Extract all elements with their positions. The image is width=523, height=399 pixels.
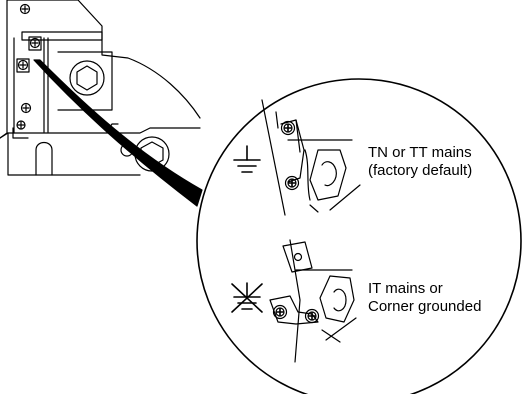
jumper-bar-connected (280, 119, 305, 183)
terminal-side (304, 149, 311, 201)
screw-icon (19, 3, 31, 15)
tn-tt-label-line1: TN or TT mains (368, 144, 472, 161)
plate-notch (35, 141, 53, 176)
screw-icon (16, 120, 26, 130)
terminal-lines (309, 184, 361, 213)
jumper-bar-edge (295, 119, 301, 153)
lower-plate-top (0, 127, 201, 139)
grounding-screw-box (28, 36, 42, 51)
tn-tt-label-line2: (factory default) (368, 162, 473, 179)
hex-bolt-upper (76, 65, 98, 91)
screw-icon (284, 175, 300, 191)
chassis-screws (16, 3, 42, 130)
screw-icon (280, 120, 296, 136)
magnifier-circle (196, 78, 522, 399)
disconnected-ground-icon (231, 282, 263, 313)
terminal-hex-nut-lower (319, 275, 355, 323)
lower-plate (7, 132, 141, 176)
terminal-hex-nut (309, 149, 347, 201)
screw-icon (17, 59, 29, 71)
bolt-washer-upper (69, 60, 105, 96)
it-label-line1: IT mains or (368, 280, 443, 297)
jumper-bar-disconnected (282, 241, 313, 273)
reference-line (261, 99, 286, 216)
screw-icon (304, 308, 320, 324)
drive-chassis (0, 0, 201, 176)
tn-tt-label: TN or TT mains (factory default) (368, 144, 472, 180)
ground-symbol-icon (233, 145, 261, 173)
detail-tn-tt (261, 99, 361, 216)
it-label-line2: Corner grounded (368, 298, 482, 315)
terminal-lines-lower (321, 317, 357, 343)
it-label: IT mains or Corner grounded (368, 280, 481, 316)
callout-pointer (33, 59, 203, 207)
channel-lines (43, 37, 49, 133)
nut-curve (321, 161, 337, 187)
bracket-hole (293, 252, 303, 262)
reference-line-lower (289, 239, 301, 363)
plate-tab (12, 127, 29, 139)
nut-curve-lower (333, 288, 347, 312)
screw-icon (272, 304, 288, 320)
upper-bracket (21, 31, 103, 41)
grounding-screw-box-lower (16, 58, 30, 73)
screw-icon (20, 102, 32, 114)
detail-it (269, 239, 357, 363)
screw-icon (29, 37, 41, 49)
